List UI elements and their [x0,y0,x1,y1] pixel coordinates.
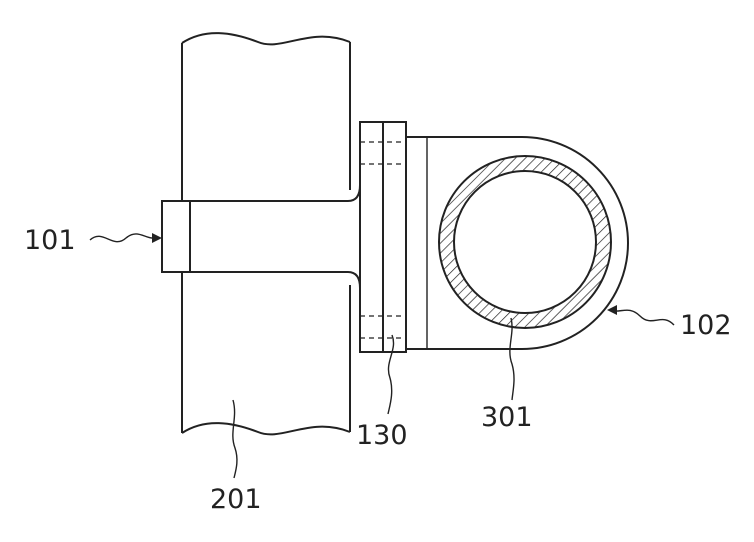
label-101: 101 [24,225,76,256]
flange [359,121,407,353]
bracket-left [161,184,361,289]
label-301: 301 [481,402,533,433]
pole [181,32,351,436]
label-102: 102 [680,310,732,341]
leader-102 [607,305,675,326]
label-130: 130 [356,420,408,451]
leader-130 [387,334,395,415]
pipe [438,155,612,329]
leader-301 [509,317,515,401]
leader-201 [232,399,238,479]
label-201: 201 [210,484,262,515]
bracket-right [406,136,629,350]
leader-101 [89,233,162,243]
